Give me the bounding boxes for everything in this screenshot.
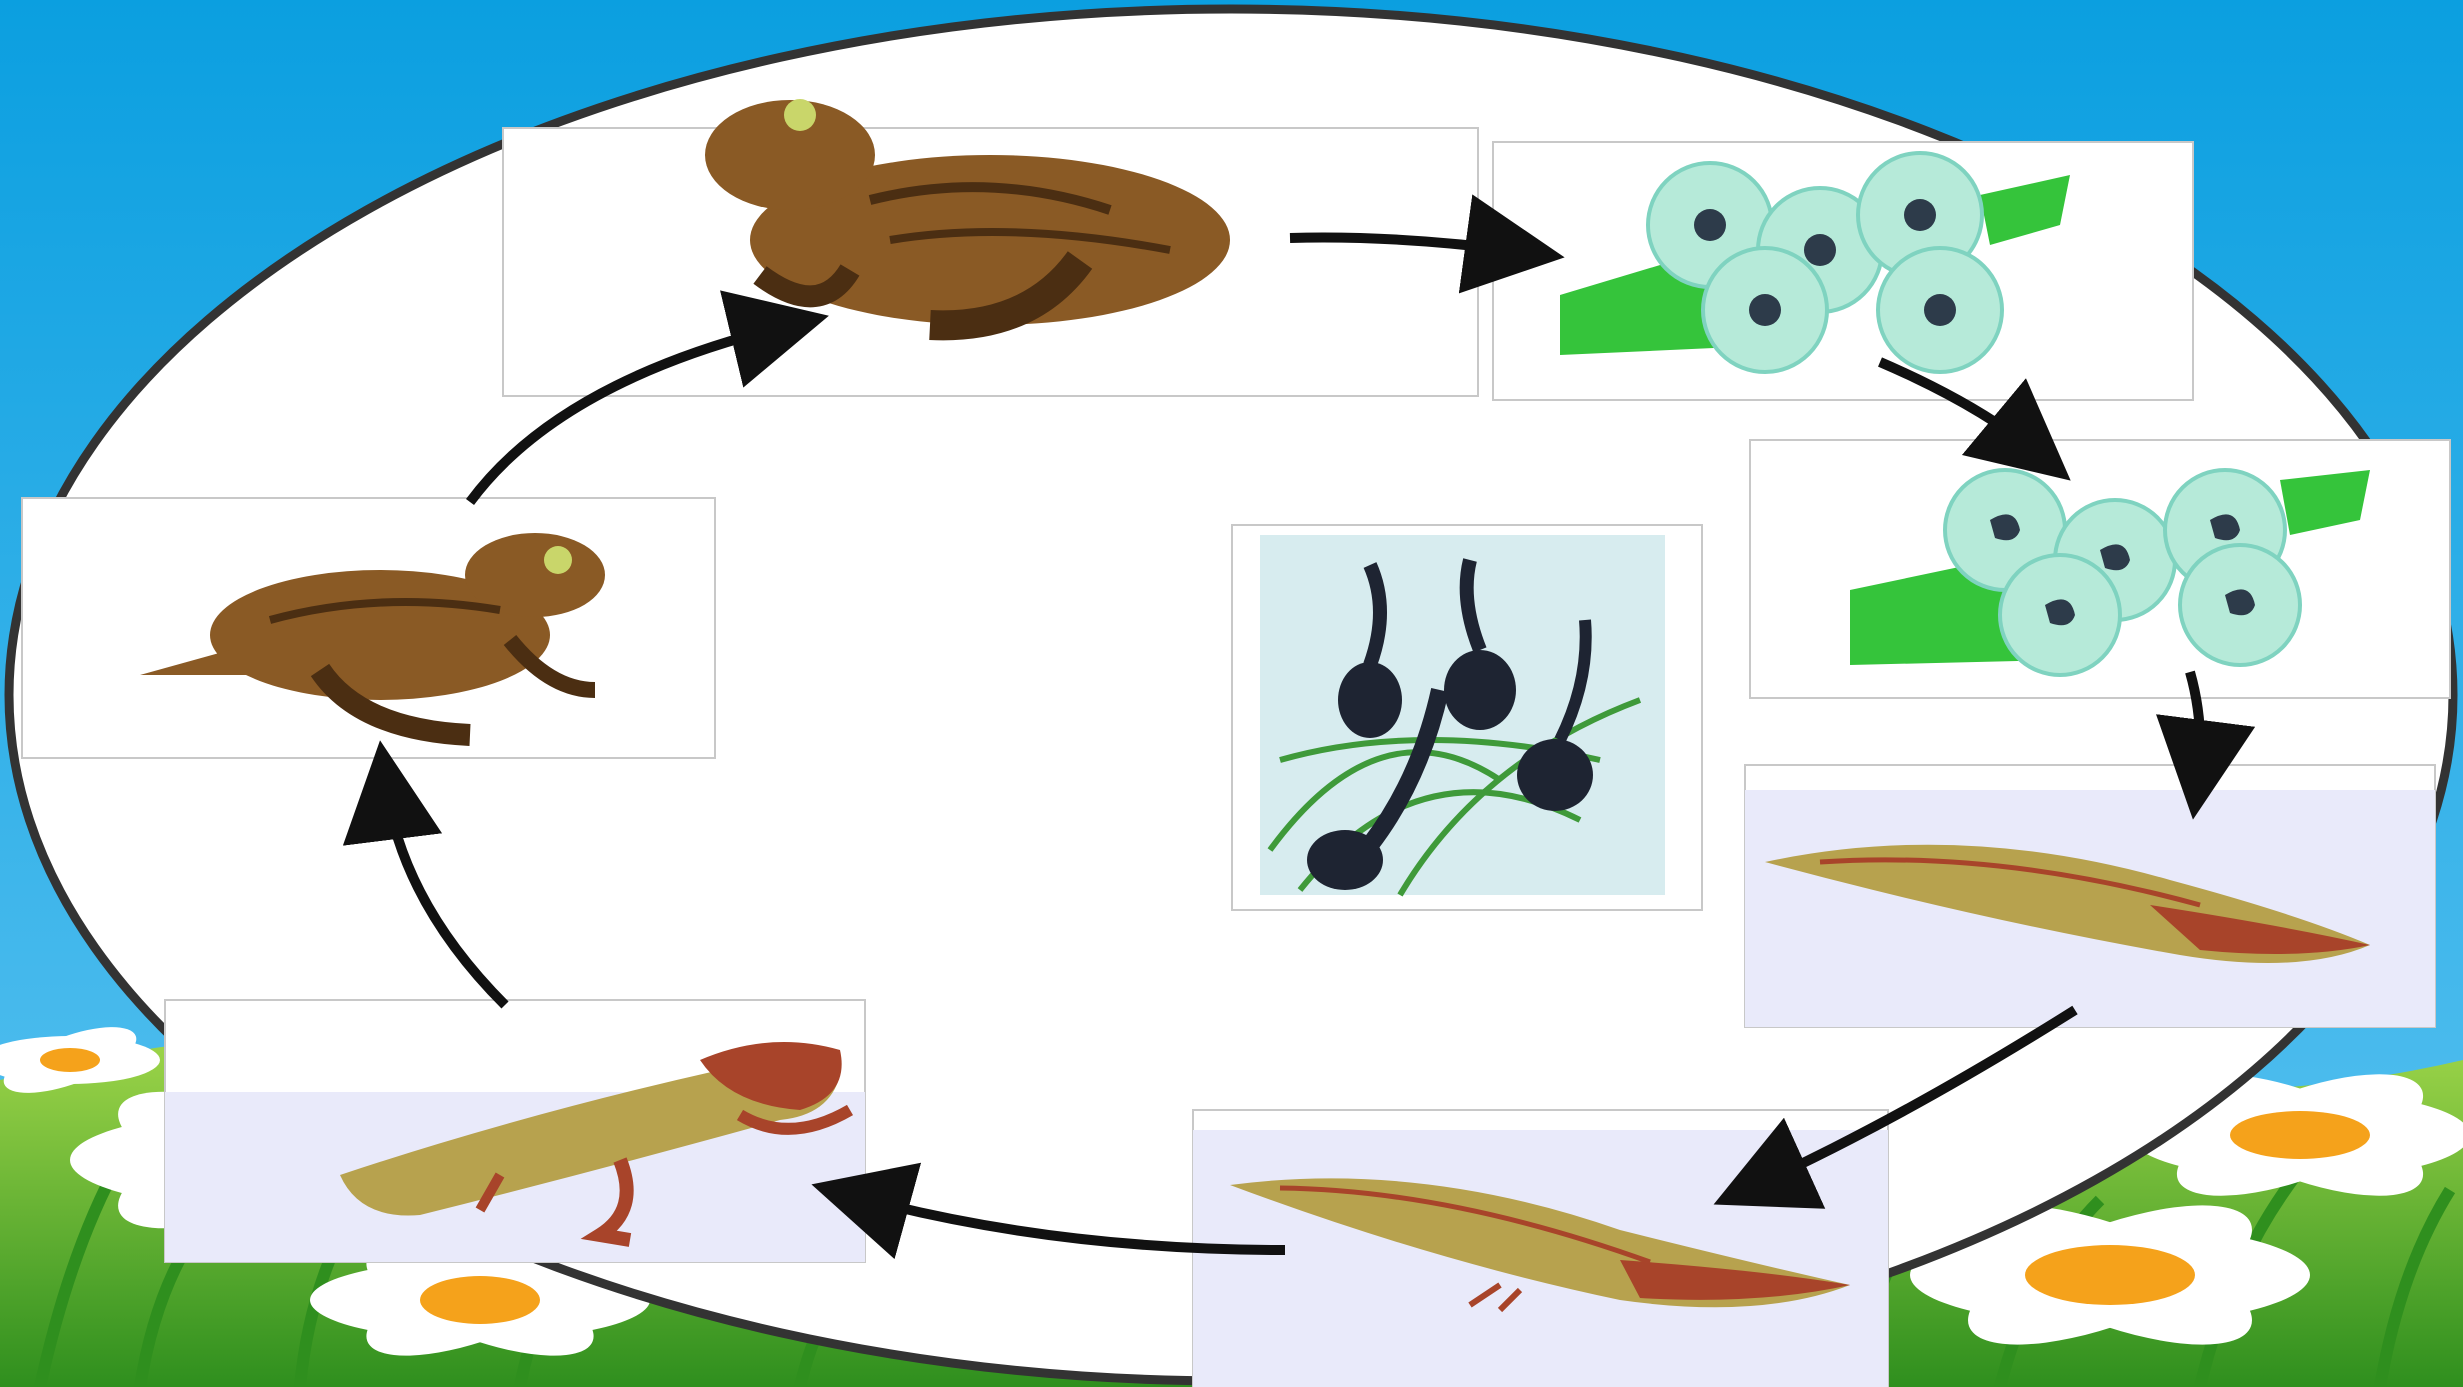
stage-frog-eggs xyxy=(1493,142,2193,400)
stage-froglet-with-tail xyxy=(165,1000,865,1262)
tadpoles-icon xyxy=(1260,535,1665,895)
stage-developing-eggs xyxy=(1750,440,2450,698)
stage-hatching-larva xyxy=(1745,765,2435,1027)
stage-tadpole-with-gills xyxy=(1193,1110,1888,1387)
stage-adult-frog xyxy=(503,99,1478,396)
stage-young-frog xyxy=(22,498,715,758)
inset-tadpoles-in-water xyxy=(1232,525,1702,910)
